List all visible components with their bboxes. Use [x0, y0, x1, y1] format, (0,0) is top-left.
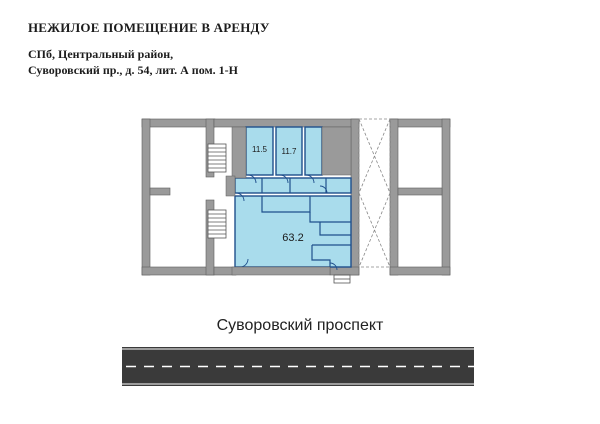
room-11-7-area	[275, 126, 303, 176]
wall-top-right	[389, 118, 451, 128]
rented-premises	[234, 126, 352, 268]
wall-bottom-rental-right	[329, 266, 360, 276]
interior-walls	[225, 126, 352, 276]
wall-bottom-right	[389, 266, 451, 276]
street-label: Суворовский проспект	[216, 317, 384, 334]
address-line-1: СПб, Центральный район,	[28, 47, 174, 61]
wall-top-left	[141, 118, 216, 128]
corridor-area	[234, 177, 352, 194]
wall-left-middle	[149, 187, 171, 196]
page-title: НЕЖИЛОЕ ПОМЕЩЕНИЕ В АРЕНДУ	[28, 20, 270, 35]
wall-right-of-rental	[350, 118, 360, 276]
doors	[235, 174, 338, 271]
room-small-area	[304, 126, 323, 176]
room-63-2-area	[234, 195, 352, 268]
room-label-11-7: 11.7	[282, 147, 298, 156]
passage-crossed	[358, 118, 391, 268]
room-11-5-area	[245, 126, 274, 176]
partitions	[261, 178, 351, 267]
road	[122, 347, 474, 386]
wall-bottom-left	[141, 266, 215, 276]
wall-left	[141, 118, 151, 276]
room-label-11-5: 11.5	[252, 145, 268, 154]
stairs-upper	[207, 143, 227, 173]
stairs-lower	[207, 209, 227, 239]
room-label-63-2: 63.2	[282, 232, 303, 244]
wall-right-middle	[397, 187, 443, 196]
entrance-steps	[333, 274, 351, 284]
address-line-2: Суворовский пр., д. 54, лит. А пом. 1-Н	[28, 63, 238, 77]
wall-left-of-right-block	[389, 118, 399, 276]
wall-far-right	[441, 118, 451, 276]
wall-top-middle	[213, 118, 360, 128]
